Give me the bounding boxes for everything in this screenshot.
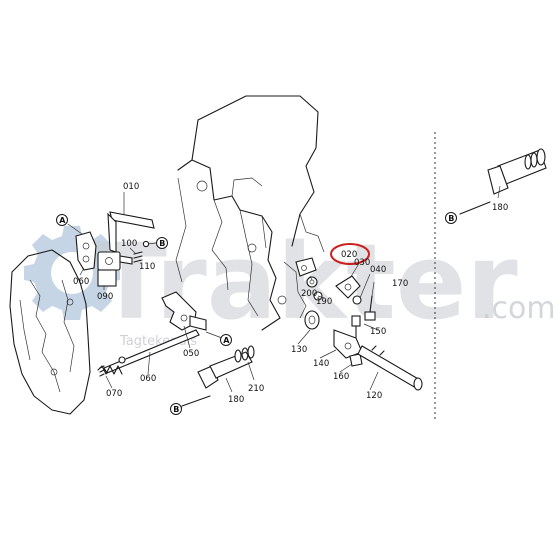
- highlight-ring-020: [330, 243, 370, 265]
- label-190[interactable]: 190: [316, 297, 332, 307]
- label-200[interactable]: 200: [301, 289, 317, 299]
- label-070[interactable]: 070: [106, 389, 122, 399]
- ref-marker-label: B: [448, 214, 454, 223]
- label-170[interactable]: 170: [392, 279, 408, 289]
- shift-fork[interactable]: [161, 291, 207, 331]
- ref-marker-label: A: [223, 336, 230, 345]
- label-210[interactable]: 210: [248, 384, 264, 394]
- part-120-rod[interactable]: [357, 345, 423, 391]
- label-180[interactable]: 180: [228, 395, 244, 405]
- label-050[interactable]: 050: [183, 349, 199, 359]
- part-170-bolt[interactable]: [364, 295, 376, 321]
- label-060b[interactable]: 060: [73, 277, 89, 287]
- label-030[interactable]: 030: [354, 258, 370, 268]
- label-100[interactable]: 100: [121, 239, 137, 249]
- label-130[interactable]: 130: [291, 345, 307, 355]
- ref-marker-b-upper[interactable]: B: [147, 237, 168, 249]
- side-housing: [9, 249, 91, 415]
- ref-marker-b-detail[interactable]: B: [445, 212, 457, 224]
- ref-marker-b-lower[interactable]: B: [170, 403, 183, 415]
- ref-marker-a-left[interactable]: A: [56, 214, 83, 235]
- ref-marker-label: B: [159, 239, 165, 248]
- label-110[interactable]: 110: [139, 262, 155, 272]
- label-090[interactable]: 090: [97, 292, 113, 302]
- part-060-shaft[interactable]: [99, 329, 200, 377]
- part-130-seal[interactable]: [304, 310, 320, 330]
- ref-marker-label: A: [59, 216, 66, 225]
- ref-marker-label: B: [173, 405, 179, 414]
- label-180b[interactable]: 180: [492, 203, 508, 213]
- part-200-190-fasteners[interactable]: [306, 276, 323, 301]
- watermark-domain: .com: [482, 291, 556, 326]
- part-090-block[interactable]: [97, 269, 117, 287]
- leader-lines: [79, 185, 501, 393]
- label-020[interactable]: 020: [341, 250, 357, 260]
- part-180-lever-detail[interactable]: [459, 148, 547, 215]
- label-040[interactable]: 040: [370, 265, 386, 275]
- label-160[interactable]: 160: [333, 372, 349, 382]
- part-040-washer[interactable]: [352, 295, 362, 305]
- part-160-nut[interactable]: [349, 353, 363, 367]
- transmission-housing: [175, 95, 325, 331]
- label-060[interactable]: 060: [140, 374, 156, 384]
- part-020-shaft[interactable]: [295, 257, 317, 277]
- part-labels: 010 020 030 040 050 060 060 070 080 090 …: [73, 182, 508, 405]
- part-180-lever-lower[interactable]: [181, 349, 253, 407]
- part-210-rings[interactable]: [241, 345, 255, 361]
- label-150[interactable]: 150: [370, 327, 386, 337]
- part-080-bracket[interactable]: [75, 231, 97, 271]
- part-010-lever[interactable]: [97, 211, 155, 271]
- label-010[interactable]: 010: [123, 182, 139, 192]
- label-120[interactable]: 120: [366, 391, 382, 401]
- part-030-plate[interactable]: [335, 275, 361, 299]
- label-140[interactable]: 140: [313, 359, 329, 369]
- ref-marker-a-lower[interactable]: A: [205, 331, 232, 346]
- part-070-spring[interactable]: [97, 365, 123, 375]
